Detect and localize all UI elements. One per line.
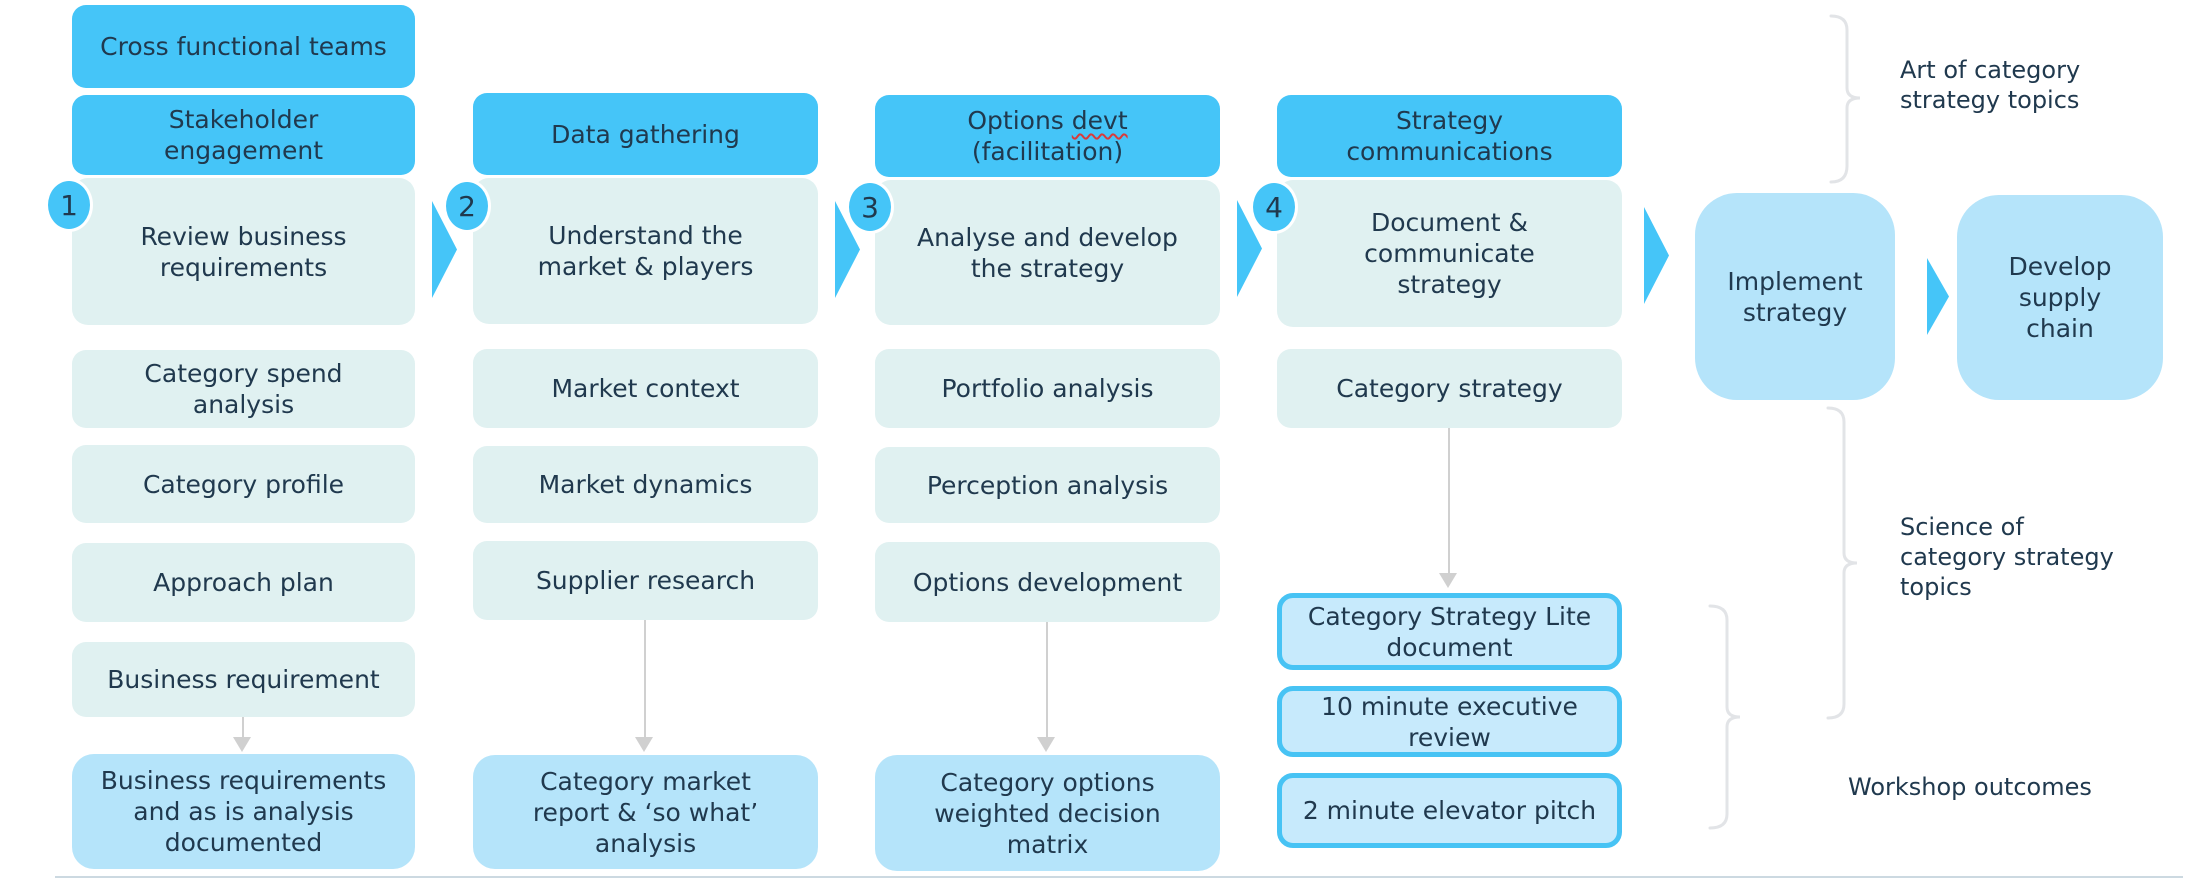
elevator-pitch-box: 2 minute elevator pitch (1277, 773, 1622, 848)
col1-down-arrow (242, 717, 244, 739)
business-requirement-label: Business requirement (107, 665, 380, 694)
data-gathering-header-box: Data gathering (473, 93, 818, 175)
step-1-number: 1 (60, 188, 78, 222)
implement-strategy-label: Implement strategy (1727, 266, 1863, 327)
strategy-communications-header-box: Strategy communications (1277, 95, 1622, 177)
col3-down-arrow (1046, 622, 1048, 739)
supplier-research-box: Supplier research (473, 541, 818, 620)
category-profile-label: Category profile (142, 469, 345, 499)
step-4-number: 4 (1265, 190, 1283, 224)
business-requirement-box: Business requirement (72, 642, 415, 717)
category-profile-box: Category profile (72, 445, 415, 523)
approach-plan-box: Approach plan (72, 543, 415, 622)
col1-down-arrow-head (233, 737, 251, 752)
step-2-box: Understand the market & players (473, 178, 818, 324)
step-3-number-badge: 3 (846, 180, 894, 234)
step-1-number-badge: 1 (45, 178, 93, 232)
category-strategy-lite-document-box: Category Strategy Lite document (1277, 593, 1622, 670)
options-devt-misspelled-word: devt (1071, 106, 1128, 135)
supplier-research-label: Supplier research (535, 566, 756, 595)
market-context-box: Market context (473, 349, 818, 428)
perception-analysis-box: Perception analysis (875, 447, 1220, 523)
approach-plan-label: Approach plan (153, 568, 334, 597)
implement-strategy-box: Implement strategy (1695, 193, 1895, 400)
step-4-number-badge: 4 (1250, 180, 1298, 234)
market-dynamics-label: Market dynamics (538, 470, 753, 499)
category-market-report-label: Category market report & ‘so what’ analy… (532, 766, 759, 858)
step-3-number: 3 (861, 190, 879, 224)
category-strategy-label: Category strategy (1336, 374, 1563, 403)
cross-functional-teams-box: Cross functional teams (72, 5, 415, 88)
workshop-brace (1708, 604, 1741, 830)
executive-review-box: 10 minute executive review (1277, 686, 1622, 757)
business-requirements-documented-label: Business requirements and as is analysis… (100, 766, 387, 857)
chevron-implement-develop-icon (1927, 258, 1949, 335)
col4-down-arrow-head (1439, 573, 1457, 588)
stakeholder-engagement-label: Stakeholder engagement (163, 105, 324, 165)
perception-analysis-label: Perception analysis (926, 470, 1169, 500)
portfolio-analysis-label: Portfolio analysis (941, 374, 1154, 403)
business-requirements-documented-box: Business requirements and as is analysis… (72, 754, 415, 869)
develop-supply-chain-label: Develop supply chain (2008, 252, 2112, 343)
col3-down-arrow-head (1037, 737, 1055, 752)
step-4-box: Document & communicate strategy (1277, 180, 1622, 327)
portfolio-analysis-box: Portfolio analysis (875, 349, 1220, 428)
category-spend-analysis-box: Category spend analysis (72, 350, 415, 428)
market-context-label: Market context (551, 374, 740, 403)
science-of-category-label: Science of category strategy topics (1900, 513, 2114, 601)
step-3-box: Analyse and develop the strategy (875, 180, 1220, 325)
step-3-label: Analyse and develop the strategy (917, 222, 1178, 283)
annotation-braces (1708, 14, 1861, 830)
develop-supply-chain-box: Develop supply chain (1957, 195, 2163, 400)
workshop-outcomes-label: Workshop outcomes (1848, 773, 2092, 801)
art-brace (1829, 14, 1861, 184)
col4-down-arrow (1448, 428, 1450, 575)
options-devt-label-line2: (facilitation) (971, 137, 1124, 166)
slide-bottom-border (55, 876, 2183, 878)
category-options-matrix-label: Category options weighted decision matri… (934, 767, 1161, 859)
options-development-label: Options development (912, 567, 1183, 597)
step-2-number-badge: 2 (443, 179, 491, 233)
category-strategy-box: Category strategy (1277, 349, 1622, 428)
step-2-label: Understand the market & players (537, 221, 754, 281)
step-1-box: Review business requirements (72, 178, 415, 325)
step-1-label: Review business requirements (140, 221, 347, 282)
step-4-label: Document & communicate strategy (1364, 208, 1535, 299)
elevator-pitch-label: 2 minute elevator pitch (1302, 796, 1597, 825)
category-strategy-lite-document-label: Category Strategy Lite document (1307, 601, 1592, 662)
cross-functional-teams-label: Cross functional teams (100, 32, 387, 61)
art-of-category-label: Art of category strategy topics (1900, 56, 2081, 114)
col2-down-arrow (644, 620, 646, 739)
category-spend-analysis-label: Category spend analysis (144, 359, 343, 419)
options-devt-label-prefix: Options (967, 106, 1072, 135)
col2-down-arrow-head (635, 737, 653, 752)
executive-review-label: 10 minute executive review (1321, 691, 1578, 752)
options-development-box: Options development (875, 542, 1220, 622)
step-2-number: 2 (458, 189, 476, 223)
data-gathering-label: Data gathering (551, 119, 740, 149)
category-market-report-box: Category market report & ‘so what’ analy… (473, 755, 818, 869)
category-options-matrix-box: Category options weighted decision matri… (875, 755, 1220, 871)
market-dynamics-box: Market dynamics (473, 446, 818, 523)
options-devt-header-box: Options devt (facilitation) (875, 95, 1220, 177)
strategy-communications-label: Strategy communications (1346, 106, 1553, 166)
chevron-step4-implement-icon (1644, 207, 1669, 304)
science-brace (1826, 406, 1858, 720)
stakeholder-engagement-box: Stakeholder engagement (72, 95, 415, 175)
options-devt-label: Options devt (facilitation) (967, 105, 1127, 167)
